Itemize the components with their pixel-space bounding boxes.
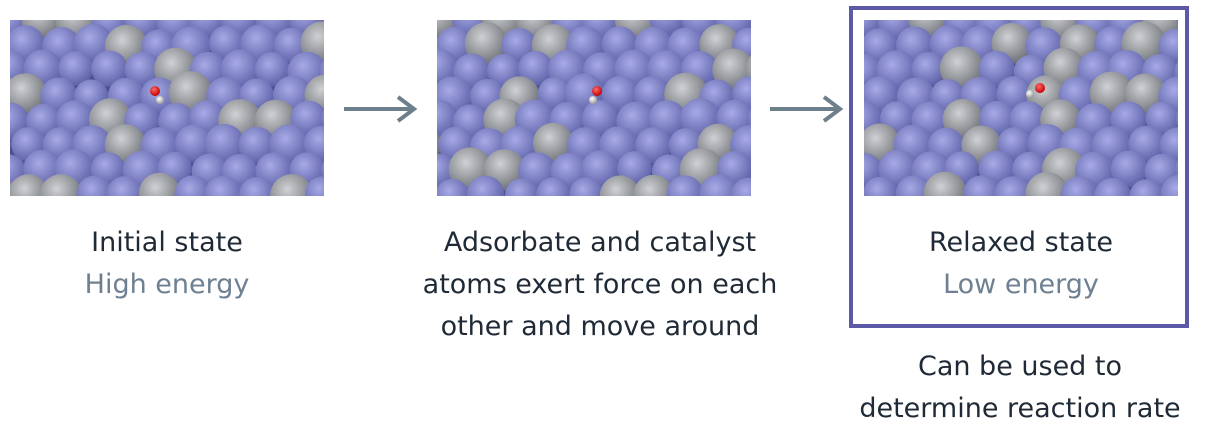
catalyst-atom-blue (1129, 179, 1164, 196)
catalyst-atom-gray (270, 174, 314, 196)
catalyst-atom-blue (174, 124, 213, 163)
catalyst-atom-blue (321, 109, 324, 129)
catalyst-atom-blue (321, 161, 324, 181)
relaxed-state-highlight-box (849, 6, 1189, 328)
relaxed-state-image (864, 20, 1178, 196)
adsorbate-oxygen-atom (150, 86, 160, 96)
adsorbate-hydrogen-atom (1026, 90, 1034, 98)
catalyst-atom-blue (666, 175, 703, 196)
adsorbate-oxygen-atom (1035, 83, 1045, 93)
catalyst-surface-relaxed (864, 20, 1178, 196)
adsorbate-hydrogen-atom (589, 96, 597, 104)
relaxed-state-caption: Relaxed state Low energy (864, 222, 1178, 306)
catalyst-atom-blue (978, 50, 1015, 88)
catalyst-atom-blue (1176, 110, 1178, 127)
catalyst-atom-blue (1175, 159, 1178, 179)
catalyst-atom-gray (1025, 172, 1069, 196)
catalyst-atom-gray (138, 172, 181, 196)
intermediate-state-image (437, 20, 751, 196)
initial-state-caption: Initial state High energy (10, 222, 324, 306)
catalyst-atom-gray (923, 171, 967, 196)
catalyst-atom-blue (466, 175, 505, 196)
catalyst-atom-blue (76, 175, 113, 196)
arrow-right-icon (344, 95, 418, 123)
catalyst-surface-initial (10, 20, 324, 196)
note-line-1: Can be used to (917, 351, 1123, 382)
catalyst-atom-blue (963, 175, 1001, 196)
catalyst-atom-blue (569, 177, 604, 196)
catalyst-atom-blue (730, 177, 751, 196)
catalyst-atom-blue (581, 100, 619, 137)
catalyst-atom-blue (895, 175, 933, 196)
catalyst-atom-gray (10, 174, 49, 196)
catalyst-atom-blue (204, 175, 243, 196)
catalyst-atom-blue (91, 50, 128, 87)
relaxed-state-title: Relaxed state (928, 227, 1114, 258)
catalyst-atom-blue (239, 176, 275, 196)
initial-state-title: Initial state (91, 227, 243, 258)
reaction-rate-note: Can be used to determine reaction rate (830, 346, 1206, 430)
initial-state-image (10, 20, 324, 196)
catalyst-atom-blue (1145, 101, 1178, 136)
adsorbate-hydrogen-atom (156, 96, 164, 104)
intermediate-caption-line-1: Adsorbate and catalyst (443, 227, 757, 258)
intermediate-caption-line-3: other and move around (440, 311, 760, 342)
catalyst-atom-blue (1160, 174, 1178, 196)
catalyst-atom-blue (1094, 177, 1131, 196)
catalyst-atom-blue (204, 124, 245, 164)
catalyst-atom-blue (124, 51, 161, 88)
catalyst-atom-blue (238, 126, 275, 164)
initial-state-energy: High energy (84, 269, 250, 300)
catalyst-atom-gray (633, 174, 674, 196)
catalyst-atom-blue (1060, 176, 1099, 196)
catalyst-atom-blue (864, 176, 898, 196)
relaxed-state-energy: Low energy (943, 269, 1099, 300)
catalyst-atom-blue (437, 178, 470, 196)
catalyst-surface-intermediate (437, 20, 751, 196)
catalyst-atom-blue (174, 175, 212, 196)
catalyst-atom-blue (699, 174, 739, 196)
catalyst-atom-blue (106, 176, 144, 196)
catalyst-atom-blue (305, 176, 324, 196)
catalyst-atom-blue (518, 51, 553, 86)
intermediate-caption: Adsorbate and catalyst atoms exert force… (395, 222, 805, 348)
catalyst-atom-blue (1110, 150, 1148, 188)
catalyst-atom-blue (254, 52, 290, 87)
catalyst-atom-blue (58, 51, 93, 86)
catalyst-atom-blue (994, 176, 1032, 196)
adsorbate-oxygen-atom (592, 86, 602, 96)
catalyst-atom-blue (911, 52, 946, 86)
intermediate-caption-line-2: atoms exert force on each (422, 269, 778, 300)
catalyst-atom-blue (1176, 20, 1178, 27)
catalyst-atom-blue (504, 178, 539, 196)
arrow-right-icon (770, 95, 844, 123)
catalyst-atom-gray (39, 174, 83, 196)
catalyst-atom-blue (748, 109, 751, 128)
note-line-2: determine reaction rate (859, 393, 1181, 424)
catalyst-atom-blue (10, 140, 11, 150)
catalyst-atom-blue (997, 127, 1032, 162)
catalyst-atom-blue (536, 177, 571, 196)
catalyst-atom-gray (599, 175, 641, 196)
